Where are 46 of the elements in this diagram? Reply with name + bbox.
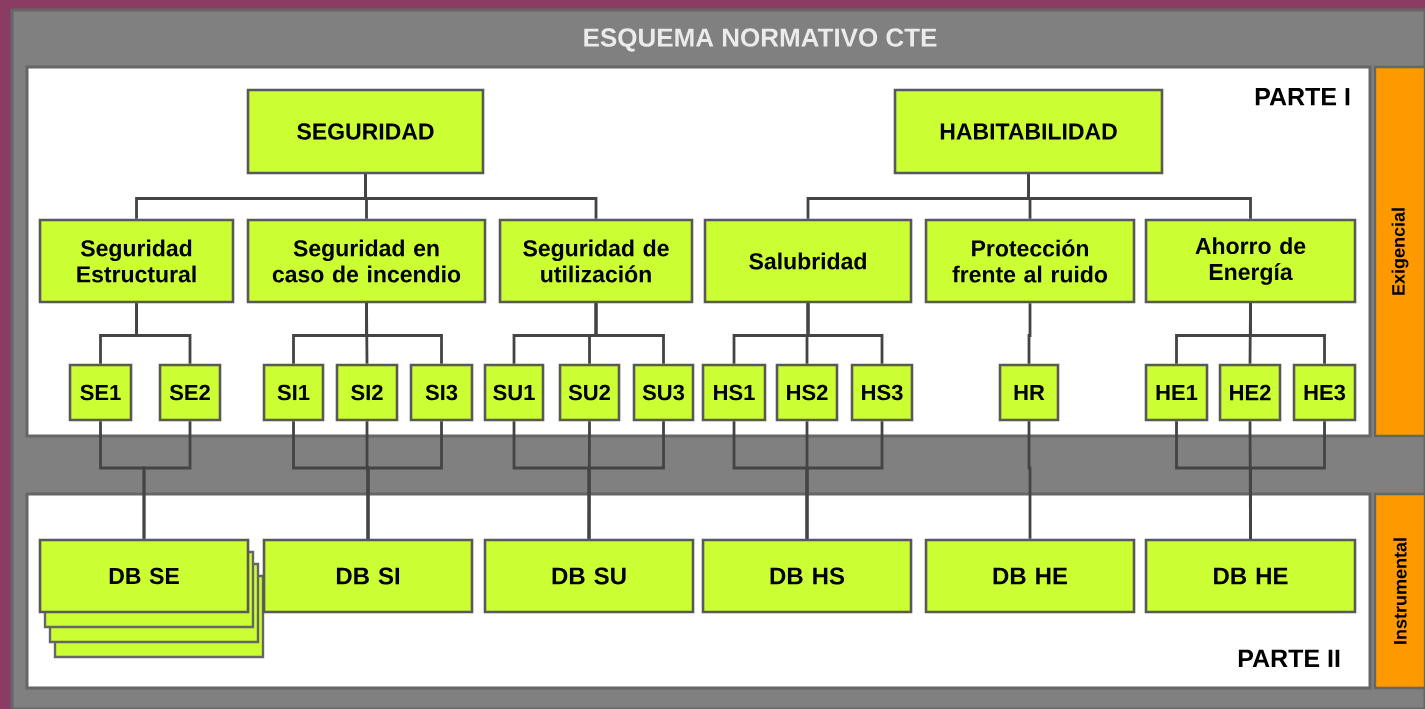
category-box: DB SI — [262, 538, 474, 614]
category-box: DB HS — [701, 538, 913, 614]
code-box: HE1 — [1144, 363, 1209, 422]
code-box: SI1 — [262, 363, 325, 422]
category-box: HABITABILIDAD — [893, 88, 1164, 175]
connector — [587, 421, 665, 539]
side-band: Instrumental — [1373, 492, 1425, 690]
category-box: DB SU — [483, 538, 695, 614]
document-stack: DB SE — [38, 538, 265, 659]
side-band: Exigencial — [1373, 65, 1425, 438]
category-box: Seguridad Estructural — [38, 218, 235, 304]
category-box: Protección frente al ruido — [924, 218, 1136, 304]
code-box: HE3 — [1292, 363, 1357, 422]
connector — [142, 421, 192, 539]
connector — [1249, 421, 1326, 539]
code-box: SU2 — [558, 363, 621, 422]
code-box: HS1 — [701, 363, 767, 422]
code-box: SE1 — [68, 363, 133, 422]
connector — [366, 421, 443, 539]
category-box: DB HE — [924, 538, 1136, 614]
category-box: DB HE — [1144, 538, 1357, 614]
code-box: SI3 — [409, 363, 474, 422]
connector — [806, 303, 884, 364]
connector — [805, 421, 884, 539]
title: ESQUEMA NORMATIVO CTE — [584, 28, 937, 52]
category-box: Salubridad — [703, 218, 913, 304]
category-box: Ahorro de Energía — [1144, 218, 1357, 304]
category-box: Seguridad de utilización — [498, 218, 694, 304]
code-box: HS3 — [850, 363, 914, 422]
category-box: SEGURIDAD — [246, 88, 485, 175]
category-box: Seguridad en caso de incendio — [246, 218, 487, 304]
code-box: HS2 — [775, 363, 839, 422]
code-box: HR — [998, 363, 1060, 422]
connector — [1027, 303, 1032, 364]
connector — [364, 174, 598, 219]
connector — [594, 303, 665, 364]
connector — [135, 303, 192, 364]
code-box: SU1 — [483, 363, 545, 422]
connector — [1027, 174, 1252, 219]
connector — [365, 303, 443, 364]
code-box: HE2 — [1218, 363, 1282, 422]
code-box: SE2 — [158, 363, 222, 422]
code-box: SI2 — [335, 363, 399, 422]
connector — [1027, 421, 1032, 539]
connector — [1249, 303, 1326, 364]
code-box: SU3 — [632, 363, 695, 422]
